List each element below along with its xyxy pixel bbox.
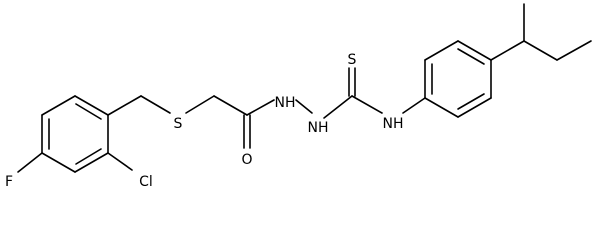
- bond: [457, 97, 492, 118]
- bond-s-to-ch2: [185, 95, 215, 114]
- bond-ch2-to-ch3: [556, 40, 592, 61]
- bond-ch2-to-s: [140, 95, 171, 114]
- bond-double-inner: [457, 93, 485, 110]
- bond: [74, 152, 109, 173]
- atom-label-f: F: [5, 174, 13, 190]
- atom-label-nh-hydrazide-1: NH: [275, 95, 296, 111]
- bond-double-inner: [457, 48, 485, 65]
- atom-label-nh-hydrazide-2: NH: [308, 120, 329, 136]
- bond-ring-to-cl: [107, 152, 133, 171]
- bond-ch2-to-co: [213, 95, 248, 116]
- bond: [424, 97, 459, 118]
- bond-nh-to-ring: [402, 97, 426, 114]
- bond-nh-to-cs: [323, 95, 353, 119]
- atom-label-nh-thiourea: NH: [383, 116, 404, 132]
- bond-ring-to-f: [17, 152, 43, 173]
- chemical-structure-diagram: S NH NH O S NH Cl F: [5, 3, 592, 190]
- atom-label-cl: Cl: [139, 174, 153, 190]
- bond-ch-to-ch2: [523, 40, 558, 61]
- bond: [74, 95, 109, 116]
- bond-nh-to-nh: [295, 99, 313, 114]
- bond-co-to-nh: [246, 99, 275, 116]
- bond-ring-to-ch: [490, 40, 525, 61]
- bond: [41, 95, 76, 116]
- phenyl-ring: [424, 40, 492, 118]
- bond-double-inner: [75, 148, 102, 165]
- bond: [41, 152, 76, 173]
- bond-cs-to-nh: [351, 95, 383, 114]
- atom-label-o-carbonyl: O: [241, 152, 252, 168]
- bond: [457, 40, 492, 61]
- chlorofluorophenyl-ring: [41, 95, 109, 173]
- atom-label-s-thioether: S: [174, 116, 183, 132]
- atom-label-s-thione: S: [348, 52, 357, 68]
- bond-ring-to-ch2: [107, 95, 142, 116]
- bond-double-inner: [75, 103, 102, 120]
- bond: [424, 40, 459, 61]
